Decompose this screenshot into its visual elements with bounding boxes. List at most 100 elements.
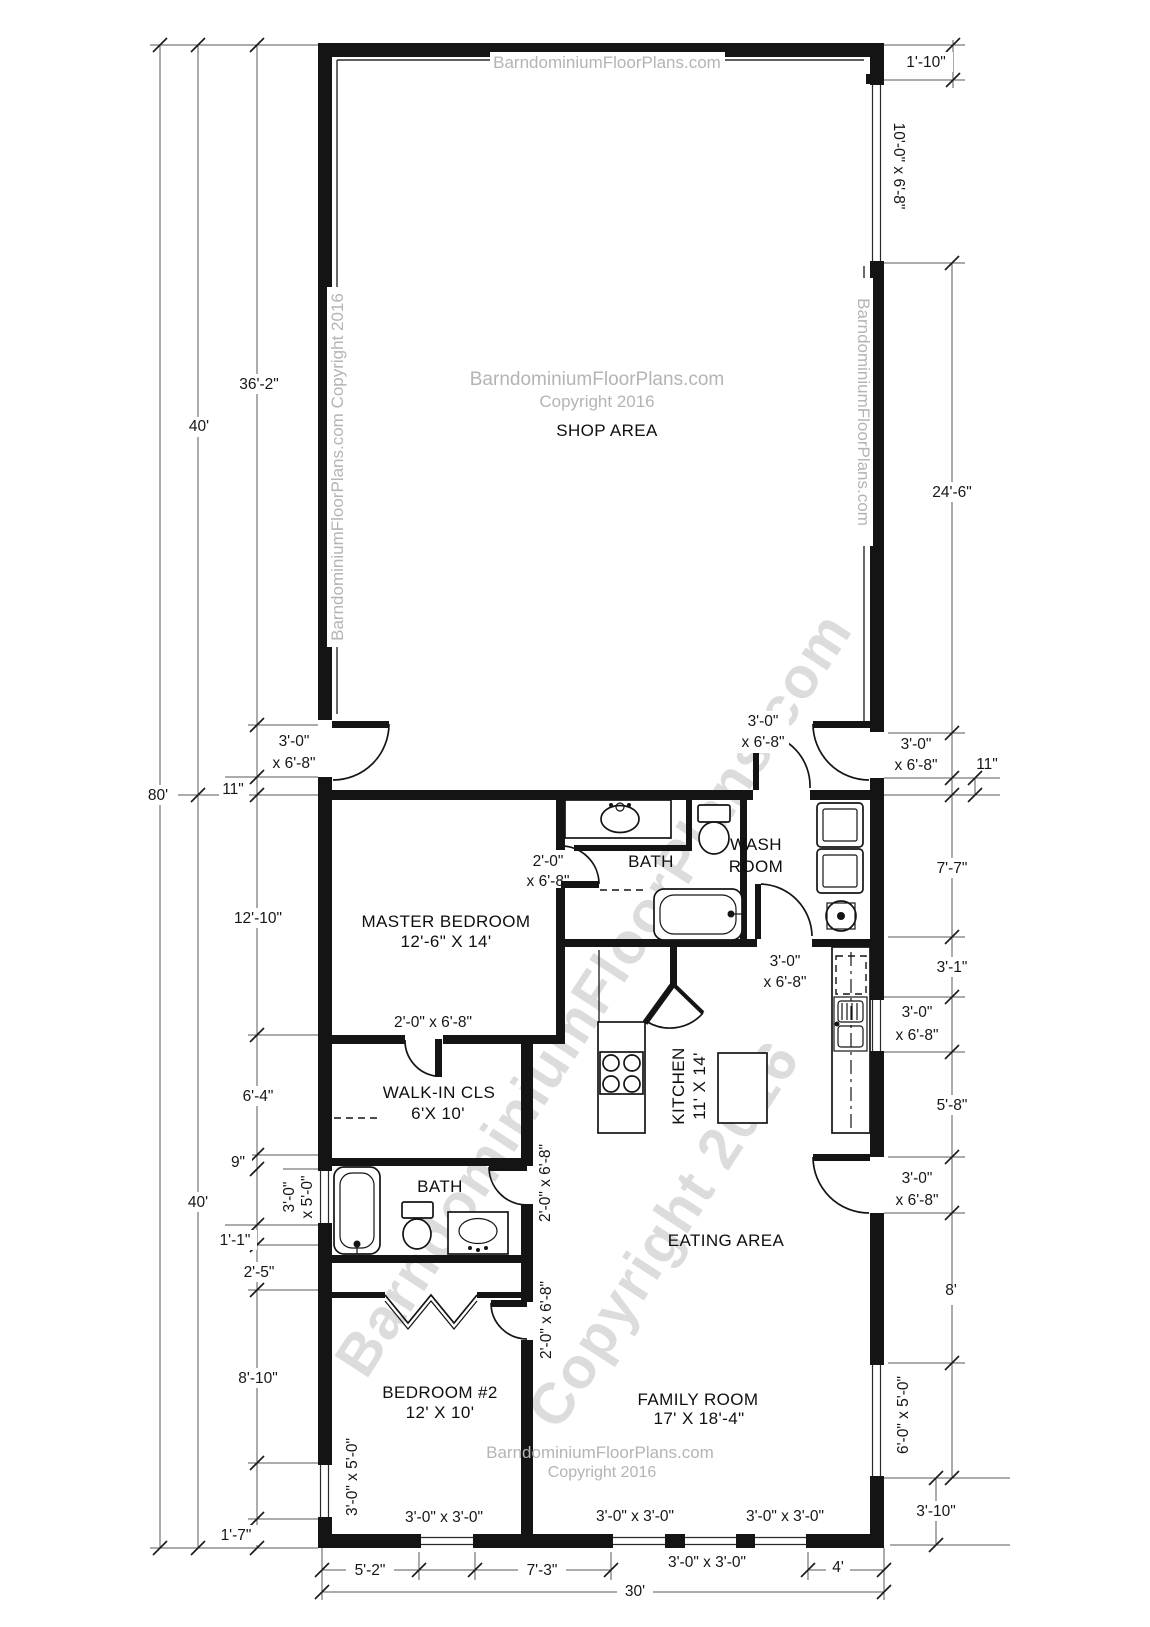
toilet2-icon [401,1201,434,1250]
dim-tick [944,787,960,803]
dim-tick [152,1540,168,1556]
dim-tick [944,255,960,271]
dim-tick [249,787,265,803]
dim-left-6-4: 6'-4" [243,1088,274,1105]
dim-left-1-1: 1'-1" [220,1232,251,1249]
room-label-washroom-1: WASH [730,835,782,854]
window-label-family-bottom-2: 3'-0" x 3'-0" [668,1554,746,1571]
room-label-eating: EATING AREA [668,1231,785,1250]
doors [332,721,870,1340]
dim-tick [876,1584,892,1600]
bath2-fixtures [322,1117,509,1255]
window-family-bottom-1 [608,1534,670,1548]
window-label-bath2-1: 3'-0" [281,1182,298,1213]
sink2-icon [447,1211,509,1255]
watermark-right-vertical: BarndominiumFloorPlans.com [854,298,873,526]
room-label-shop: SHOP AREA [556,421,658,440]
room-label-washroom-2: ROOM [729,857,783,876]
window-label-bedroom2: 3'-0" x 5'-0" [344,1438,361,1516]
dim-tick [944,1205,960,1221]
door-label-master-1: 2'-0" [533,853,564,870]
dim-tick [967,787,983,803]
kitchen-fixtures [597,946,871,1134]
dim-tick [944,929,960,945]
window-label-family-bottom-3: 3'-0" x 3'-0" [746,1508,824,1525]
dim-tick [314,1562,330,1578]
window-label-family-bottom-1: 3'-0" x 3'-0" [596,1508,674,1525]
dim-tick [249,1540,265,1556]
interior-walls [332,790,870,1534]
dim-tick [800,1562,816,1578]
washer-icon [816,802,864,848]
dim-tick [249,1161,265,1177]
dim-right-3-10: 3'-10" [916,1503,955,1520]
watermark-top: BarndominiumFloorPlans.com [493,53,721,72]
dim-tick [249,717,265,733]
dim-bottom-5-2: 5'-2" [355,1562,386,1579]
dim-right-7-7: 7'-7" [937,860,968,877]
dim-right-3-1: 3'-1" [937,959,968,976]
dimension-labels-left: 40' 36'-2" 80' 11" 3'-0" x 6'-8" 12'-10"… [148,376,361,1544]
bath1-fixtures [564,799,743,941]
dim-tick [190,787,206,803]
watermark-family-brand: BarndominiumFloorPlans.com [486,1443,714,1462]
dim-right-11in: 11" [976,756,998,773]
window-label-bedroom2-bottom: 3'-0" x 3'-0" [405,1509,483,1526]
dim-left-1-7: 1'-7" [221,1527,252,1544]
bathtub2-icon [333,1166,381,1255]
dim-tick [928,1470,944,1486]
window-label-family-right: 6'-0" x 5'-0" [895,1376,912,1454]
dim-tick [249,1147,265,1163]
windows [318,85,884,1548]
closet-bifold-doors [384,1293,478,1330]
room-label-kitchen: KITCHEN [669,1047,688,1124]
dimension-labels-bottom: 3'-0" x 3'-0" 3'-0" x 3'-0" 3'-0" x 3'-0… [355,1508,844,1600]
washroom-fixtures [816,802,864,932]
sink-icon [600,804,640,834]
window-bedroom2-left [318,1460,332,1522]
door-label-shop-right-1: 3'-0" [901,736,932,753]
door-label-kitchen-right-2: x 6'-8" [896,1027,939,1044]
door-label-walkin: 2'-0" x 6'-8" [394,1014,472,1031]
toilet-icon [697,804,731,855]
watermarks: BarndominiumFloorPlans.com BarndominiumF… [328,53,873,1481]
door-bath2 [488,1164,528,1206]
dim-left-9in: 9" [231,1154,245,1171]
dim-left-36-2: 36'-2" [239,376,278,393]
dim-tick [190,37,206,53]
room-size-bedroom2: 12' X 10' [406,1403,475,1422]
dim-right-8ft: 8' [945,1282,957,1299]
dim-tick [411,1562,427,1578]
dim-left-2-5: 2'-5" [244,1264,275,1281]
dim-tick [944,1149,960,1165]
dim-tick [249,1027,265,1043]
room-label-walkin: WALK-IN CLS [383,1083,495,1102]
door-bedroom2 [490,1300,528,1340]
door-label-eating-right-1: 3'-0" [902,1170,933,1187]
room-size-walkin: 6'X 10' [411,1104,465,1123]
door-label-washroom-bottom-2: x 6'-8" [764,974,807,991]
dryer-icon [816,848,864,894]
dim-right-24-6: 24'-6" [932,484,971,501]
room-label-bedroom2: BEDROOM #2 [382,1383,497,1402]
room-label-master: MASTER BEDROOM [361,912,530,931]
dim-bottom-4ft: 4' [832,1559,844,1576]
window-family-bottom-2 [680,1534,741,1548]
door-label-shop-left-1: 3'-0" [279,733,310,750]
dim-left-8-10: 8'-10" [238,1370,277,1387]
dimension-labels-right: 1'-10" 10'-0" x 6'-8" 24'-6" 3'-0" x 6'-… [890,54,998,1520]
dim-left-40ft-bottom: 40' [188,1194,208,1211]
dim-right-5-8: 5'-8" [937,1097,968,1114]
dim-tick [603,1562,619,1578]
watermark-left-vertical: BarndominiumFloorPlans.com Copyright 201… [328,293,347,641]
dim-tick [249,1455,265,1471]
door-label-bedroom2: 2'-0" x 6'-8" [538,1281,555,1359]
door-shop-right [812,721,870,781]
dim-tick [249,37,265,53]
window-label-shop-right: 10'-0" x 6'-8" [890,123,907,210]
bathtub-icon [653,888,743,941]
room-label-family: FAMILY ROOM [638,1390,759,1409]
dim-tick [249,1217,265,1233]
dim-bottom-7-3: 7'-3" [527,1562,558,1579]
